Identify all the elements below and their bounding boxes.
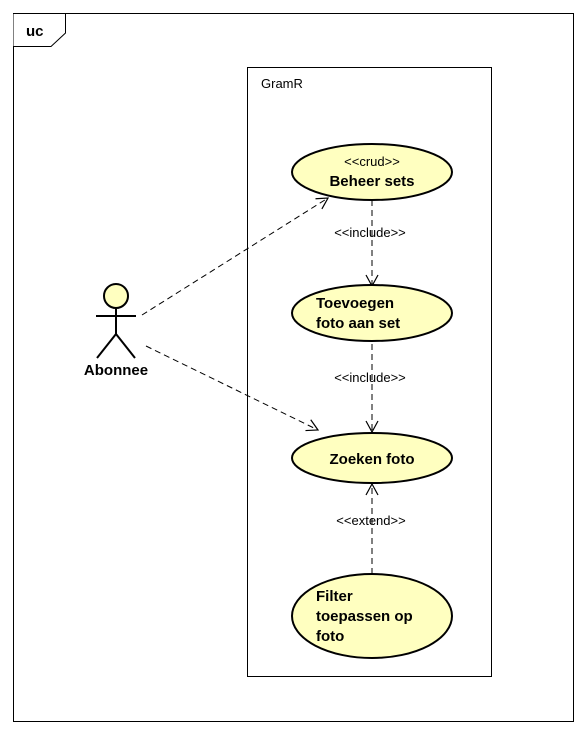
usecase-zoeken-foto-ellipse bbox=[291, 432, 453, 484]
usecase-beheer-sets[interactable]: <<crud>> Beheer sets bbox=[291, 143, 453, 201]
usecase-stereotype: <<crud>> bbox=[344, 154, 400, 169]
usecase-filter-line3: foto bbox=[316, 628, 344, 645]
include-label-1: <<include>> bbox=[334, 225, 406, 240]
frame-tag: uc bbox=[26, 23, 44, 40]
usecase-filter-foto[interactable]: Filter toepassen op foto bbox=[291, 573, 453, 659]
association-zoeken-foto bbox=[145, 345, 320, 432]
usecase-beheer-sets-ellipse bbox=[291, 143, 453, 201]
usecase-toevoegen-foto[interactable]: Toevoegen foto aan set bbox=[291, 284, 453, 342]
usecase-toevoegen-line1: Toevoegen bbox=[316, 295, 394, 312]
actor-right-leg bbox=[115, 333, 136, 359]
include-label-2: <<include>> bbox=[334, 370, 406, 385]
usecase-zoeken-foto[interactable]: Zoeken foto bbox=[291, 432, 453, 484]
usecase-zoeken-foto-label: Zoeken foto bbox=[330, 451, 415, 468]
usecase-beheer-sets-label: Beheer sets bbox=[329, 173, 414, 190]
system-name: GramR bbox=[261, 76, 303, 91]
actor-head bbox=[103, 283, 129, 309]
actor-abonnee[interactable]: Abonnee bbox=[84, 283, 148, 379]
usecase-filter-line1: Filter bbox=[316, 588, 353, 605]
actor-left-leg bbox=[96, 333, 117, 359]
actor-name: Abonnee bbox=[84, 362, 148, 379]
usecase-toevoegen-foto-ellipse bbox=[291, 284, 453, 342]
extend-label: <<extend>> bbox=[336, 513, 405, 528]
usecase-filter-line2: toepassen op bbox=[316, 608, 413, 625]
usecase-toevoegen-line2: foto aan set bbox=[316, 315, 400, 332]
association-beheer-sets bbox=[141, 197, 330, 316]
usecase-filter-foto-ellipse bbox=[291, 573, 453, 659]
frame-tag-box bbox=[13, 13, 66, 47]
